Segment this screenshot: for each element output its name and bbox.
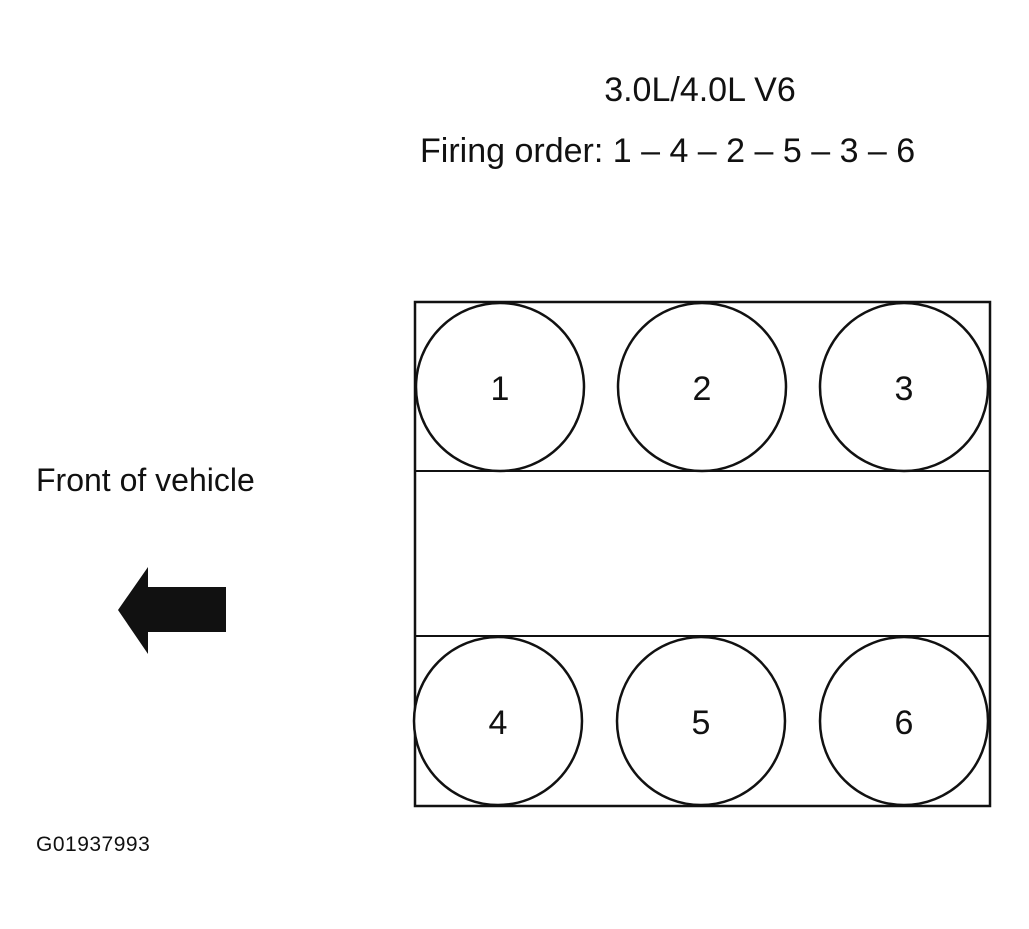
- firing-order: Firing order: 1 – 4 – 2 – 5 – 3 – 6: [420, 132, 916, 170]
- cylinder-label: 3: [895, 370, 914, 408]
- cylinder-4: 4: [412, 635, 584, 807]
- cylinder-6: 6: [818, 635, 990, 807]
- engine-title: 3.0L/4.0L V6: [604, 71, 796, 109]
- left-arrow-icon: [118, 567, 226, 654]
- figure-id: G01937993: [36, 833, 151, 856]
- cylinder-label: 4: [489, 704, 508, 742]
- cylinder-label: 1: [491, 370, 510, 408]
- cylinder-diagram: 1 2 3 4 5 6: [412, 300, 992, 808]
- cylinder-3: 3: [818, 301, 990, 473]
- cylinder-label: 2: [693, 370, 712, 408]
- cylinder-2: 2: [616, 301, 788, 473]
- front-of-vehicle-label: Front of vehicle: [36, 462, 255, 498]
- cylinder-1: 1: [414, 301, 586, 473]
- cylinder-label: 6: [895, 704, 914, 742]
- cylinder-label: 5: [692, 704, 711, 742]
- cylinder-5: 5: [615, 635, 787, 807]
